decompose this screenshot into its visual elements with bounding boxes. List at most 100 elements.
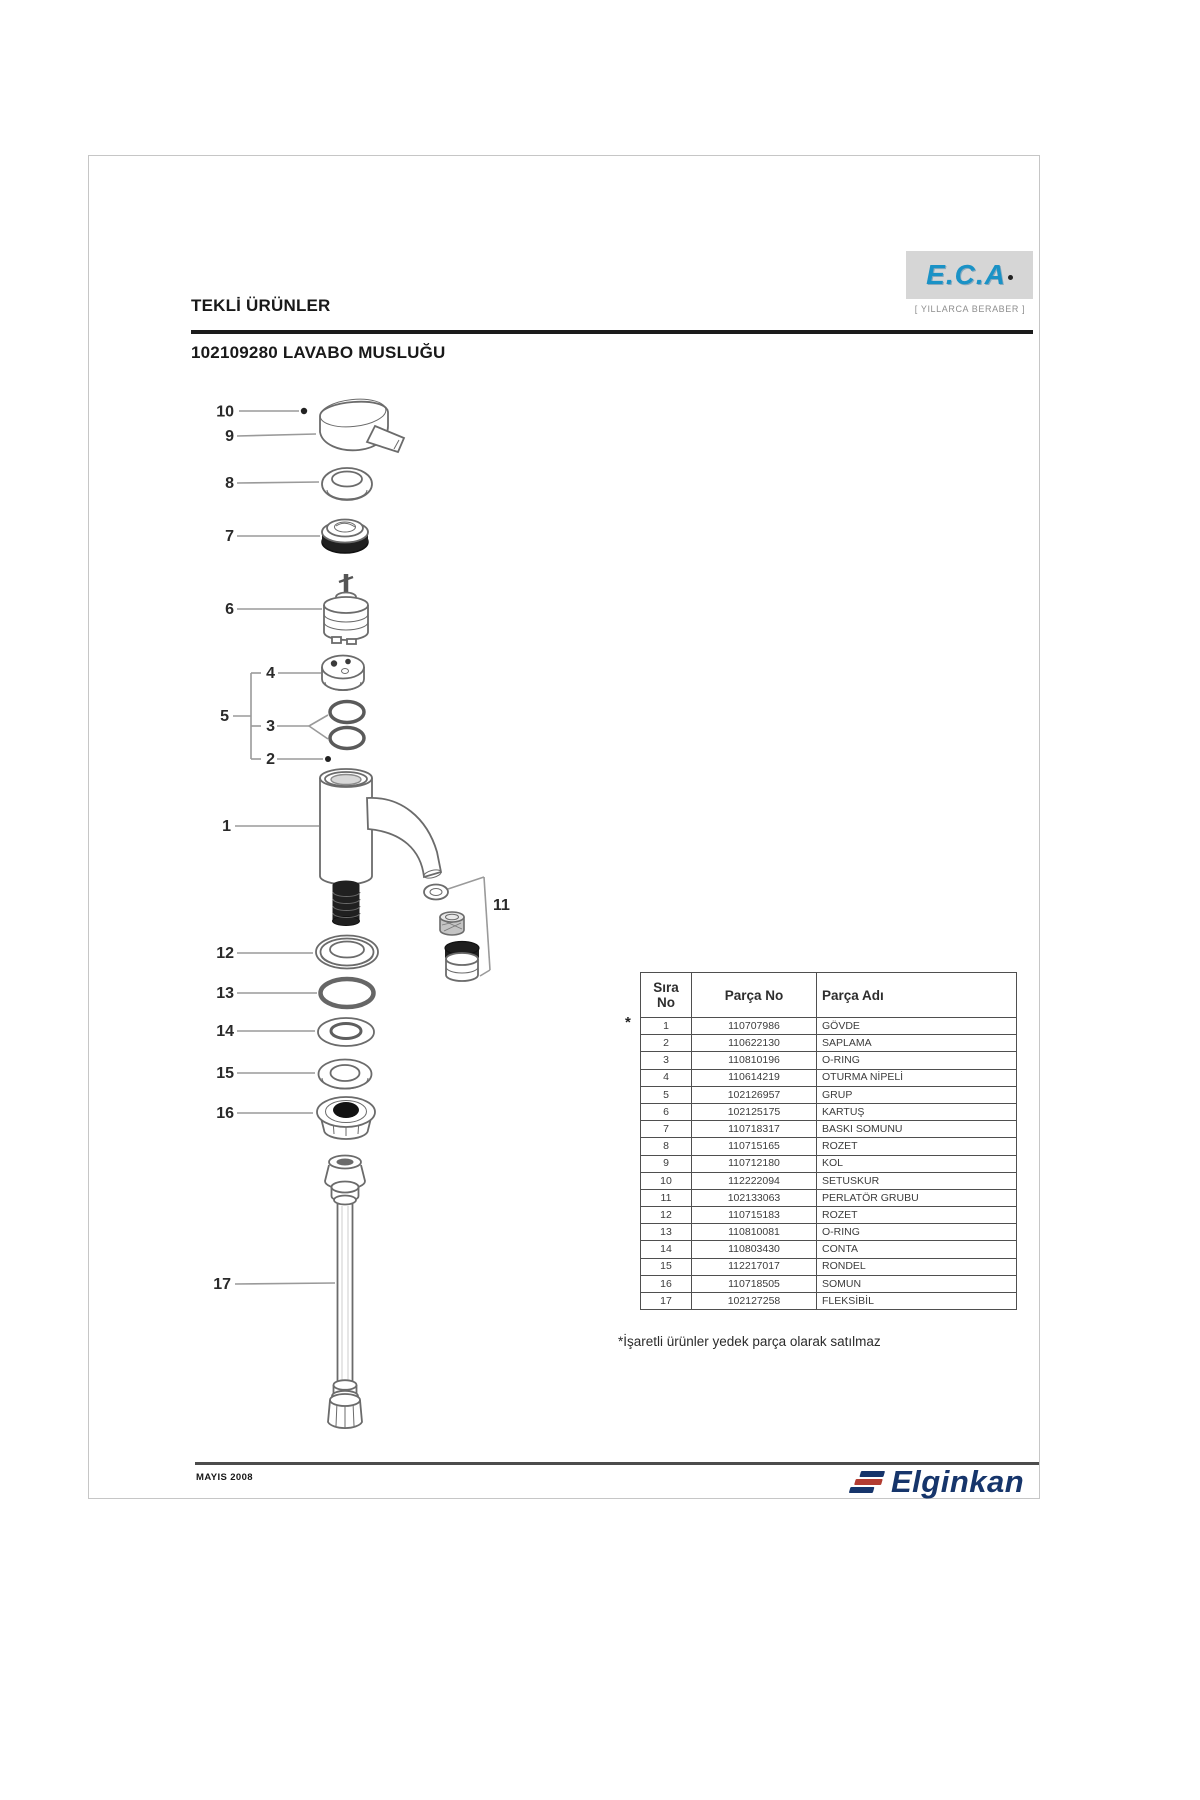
elginkan-bars-icon [848,1470,886,1493]
callout-3: 3 [266,714,329,740]
row-parca-no: 110810196 [691,1051,817,1070]
row-parca-no: 110718317 [691,1120,817,1139]
row-parca-no: 110712180 [691,1154,817,1173]
callout-group-5: 5 [220,672,261,760]
svg-text:12: 12 [216,945,234,962]
header-parca-no: Parça No [691,972,817,1018]
part-conta [317,1017,375,1047]
row-sira-no: 4 [640,1068,692,1087]
svg-text:17: 17 [213,1276,231,1293]
row-parca-no: 110715183 [691,1206,817,1225]
row-sira-no: 8 [640,1137,692,1156]
table-row1-asterisk: * [625,1014,631,1031]
callout-15: 15 [216,1065,315,1082]
part-somun [316,1096,376,1140]
callout-14: 14 [216,1023,315,1040]
row-parca-adi: ROZET [816,1206,1017,1225]
row-parca-adi: SOMUN [816,1274,1017,1294]
svg-text:2: 2 [266,751,275,768]
row-parca-no: 110803430 [691,1240,817,1259]
callout-4: 4 [266,665,321,682]
callout-2: 2 [266,751,331,768]
svg-text:5: 5 [220,708,229,725]
row-parca-no: 110614219 [691,1068,817,1087]
row-parca-adi: ROZET [816,1137,1017,1156]
callout-12: 12 [216,945,313,962]
part-kol-rozet [321,467,373,501]
date-label: MAYIS 2008 [196,1472,253,1483]
part-o-rings [328,699,366,751]
svg-text:13: 13 [216,985,234,1002]
part-o-ring-alt [318,976,376,1010]
row-parca-no: 102127258 [691,1291,817,1311]
elginkan-logo-text: Elginkan [891,1464,1025,1499]
callout-16: 16 [216,1105,313,1122]
row-sira-no: 7 [640,1120,692,1139]
row-sira-no: 12 [640,1206,692,1225]
part-fleksibil [324,1154,366,1430]
part-oturma-nipeli [321,654,365,691]
row-sira-no: 13 [640,1223,692,1242]
svg-text:10: 10 [216,404,234,421]
callout-17: 17 [213,1276,336,1293]
header-sira-no: Sıra No [640,972,692,1018]
row-parca-no: 102126957 [691,1085,817,1104]
part-baski-somunu [321,518,369,554]
part-rondel [317,1058,373,1090]
callout-7: 7 [225,528,320,545]
part-handle [319,398,406,454]
svg-text:6: 6 [225,601,234,618]
callout-1: 1 [222,818,319,835]
part-govde [319,768,443,926]
row-sira-no: 15 [640,1257,692,1276]
eca-logo: E.C.A [906,251,1033,299]
elginkan-logo: Elginkan [848,1464,1025,1499]
row-sira-no: 14 [640,1240,692,1259]
callout-13: 13 [216,985,317,1002]
row-parca-adi: GRUP [816,1085,1017,1104]
row-parca-no: 102133063 [691,1188,817,1208]
row-parca-adi: KARTUŞ [816,1102,1017,1122]
row-parca-no: 110718505 [691,1274,817,1294]
row-parca-adi: FLEKSİBİL [816,1291,1017,1311]
callout-9: 9 [225,428,317,445]
row-parca-adi: O-RING [816,1051,1017,1070]
exploded-diagram: 10 9 8 [213,398,510,1430]
row-sira-no: 16 [640,1274,692,1294]
row-parca-adi: KOL [816,1154,1017,1173]
part-perlator-grubu [423,883,480,982]
header-parca-adi: Parça Adı [816,972,1017,1018]
row-sira-no: 6 [640,1102,692,1122]
row-sira-no: 5 [640,1085,692,1104]
row-sira-no: 17 [640,1291,692,1311]
footnote: *İşaretli ürünler yedek parça olarak sat… [618,1334,881,1349]
eca-trademark-dot-icon [1007,274,1013,280]
row-parca-adi: SAPLAMA [816,1034,1017,1053]
row-parca-no: 112217017 [691,1257,817,1276]
row-parca-no: 110715165 [691,1137,817,1156]
row-parca-adi: GÖVDE [816,1016,1017,1036]
svg-text:14: 14 [216,1023,234,1040]
row-sira-no: 3 [640,1051,692,1070]
callout-6: 6 [225,601,322,618]
row-sira-no: 2 [640,1034,692,1053]
row-sira-no: 11 [640,1188,692,1208]
row-parca-adi: RONDEL [816,1257,1017,1276]
callout-8: 8 [225,475,320,492]
svg-text:16: 16 [216,1105,234,1122]
row-parca-adi: SETUSKUR [816,1171,1017,1190]
product-title: 102109280 LAVABO MUSLUĞU [191,343,446,362]
row-parca-adi: O-RING [816,1223,1017,1242]
row-parca-adi: CONTA [816,1240,1017,1259]
